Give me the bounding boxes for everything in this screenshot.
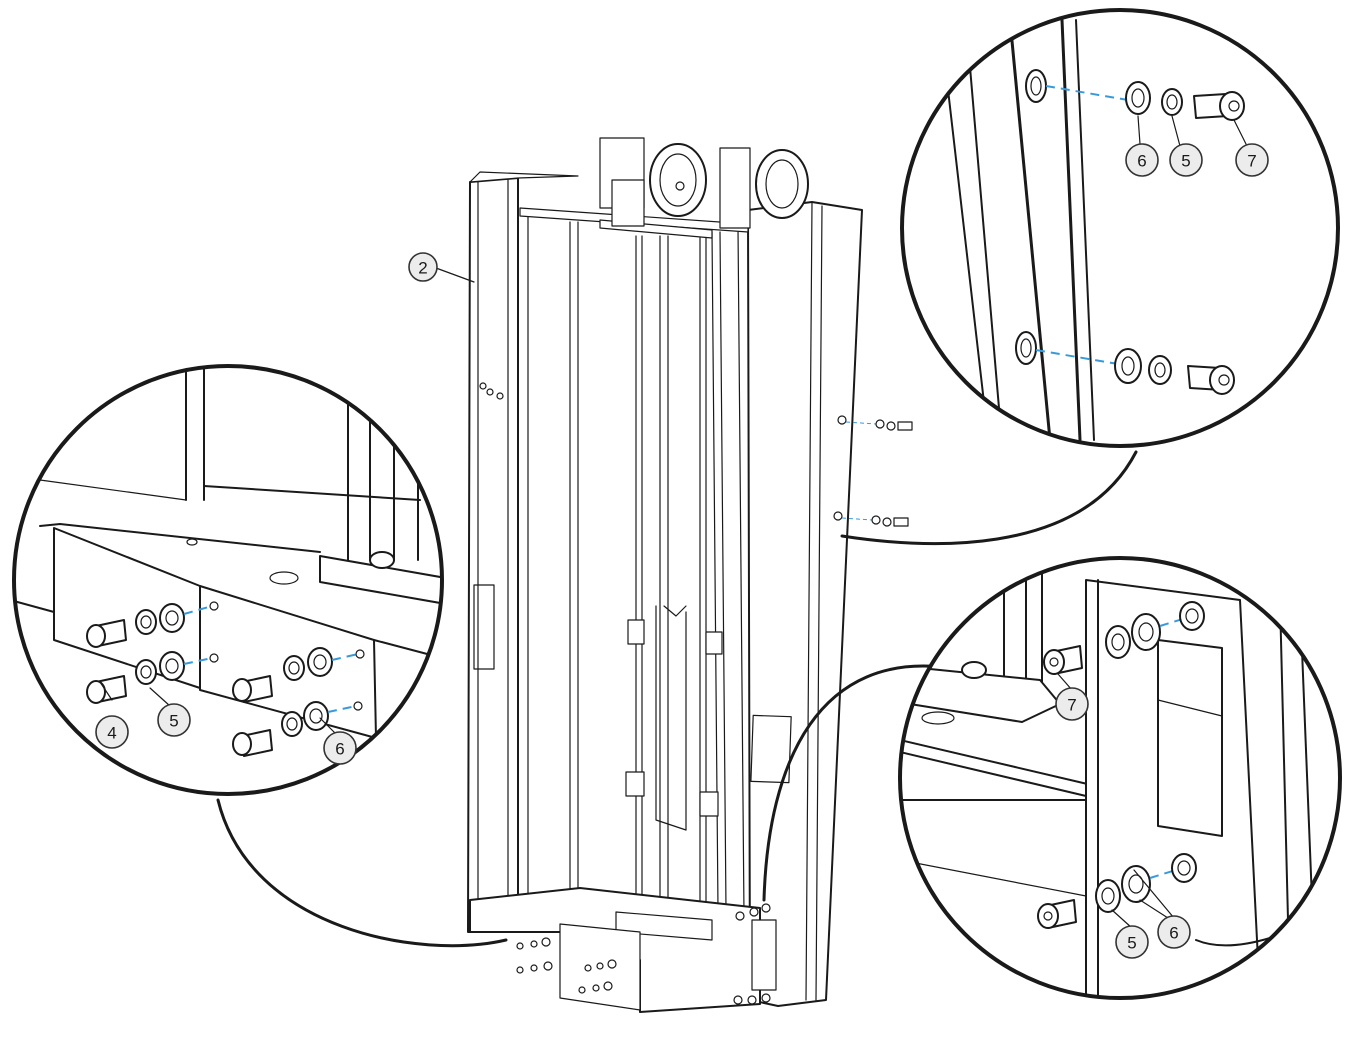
svg-text:6: 6 (1137, 152, 1146, 171)
callout-bottom-right-washer: 6 (1157, 915, 1191, 949)
callout-left-washer: 6 (323, 731, 357, 765)
svg-text:7: 7 (1067, 696, 1076, 715)
callout-bottom-right-lockwasher: 5 (1115, 925, 1149, 959)
main-frame (467, 137, 913, 1013)
svg-text:2: 2 (418, 259, 427, 278)
callout-top-right-bolt: 7 (1235, 143, 1269, 177)
svg-text:4: 4 (107, 724, 116, 743)
side-fastener-set (841, 419, 913, 527)
callout-left-bolt: 4 (95, 715, 129, 749)
leader-bottom-right (762, 664, 952, 902)
callout-top-right-lockwasher: 5 (1169, 143, 1203, 177)
base-fastener-set (516, 903, 771, 1005)
callout-top-right-washer: 6 (1125, 143, 1159, 177)
leader-frame (435, 267, 475, 283)
callout-bottom-right-bolt: 7 (1055, 687, 1089, 721)
svg-text:6: 6 (1169, 924, 1178, 943)
svg-text:6: 6 (335, 740, 344, 759)
svg-text:5: 5 (169, 712, 178, 731)
svg-text:5: 5 (1127, 934, 1136, 953)
callout-frame: 2 (408, 252, 438, 282)
leader-top-right (840, 450, 1138, 546)
leader-left (216, 798, 508, 948)
svg-text:7: 7 (1247, 152, 1256, 171)
callout-left-lockwasher: 5 (157, 703, 191, 737)
detail-view-base-side (898, 556, 1342, 1000)
svg-text:5: 5 (1181, 152, 1190, 171)
detail-view-base-front (12, 364, 444, 796)
detail-view-side-mount (900, 8, 1340, 448)
